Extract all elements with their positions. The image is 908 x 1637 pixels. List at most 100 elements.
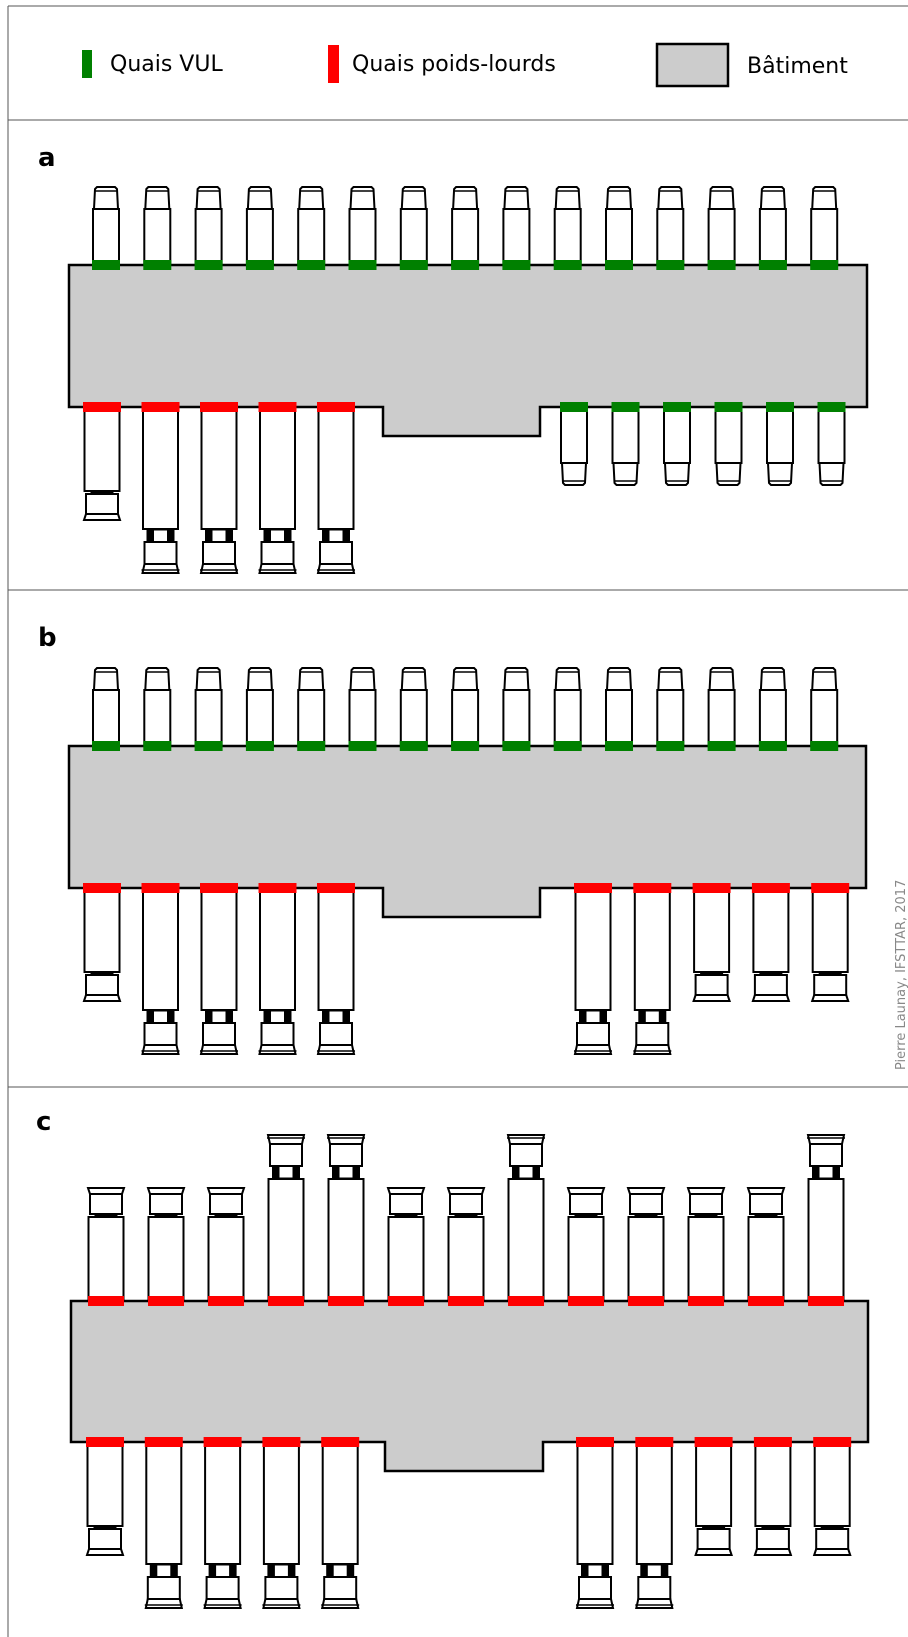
van [194,667,223,745]
pl-dock [83,883,121,893]
truck-cab [815,1528,850,1550]
semi-trailer [807,1178,845,1300]
panel-a [67,186,869,574]
van-cargo-box [817,408,846,464]
van-cargo-box [611,408,640,464]
tractor-cab-front [635,1598,674,1609]
pl-dock [144,1437,183,1447]
van-cargo-box [92,689,120,745]
semi-trailer [327,1178,365,1300]
legend-pl-swatch [328,45,339,83]
truck-cab [696,1528,731,1550]
tractor-cab-front [316,1044,356,1055]
truck-body [83,408,121,492]
rigid-truck [86,1187,126,1300]
truck-cab-front [751,994,791,1002]
legend-building-label: Bâtiment [747,54,848,79]
van-cab [195,667,222,691]
pl-dock [574,883,612,893]
vul-dock [611,402,640,412]
vul-dock [194,741,223,751]
truck-cab-front [692,994,731,1002]
truck-cab [694,974,729,996]
van-cargo-box [194,689,223,745]
van-cab [452,186,479,210]
truck-body [147,1216,185,1300]
van-cab [503,667,530,691]
tractor-cab [143,541,178,565]
tractor-cab-front [633,1044,672,1055]
van-cargo-box [143,689,172,745]
rigid-truck [692,889,731,1002]
truck-body [387,1216,425,1300]
vul-dock [143,260,172,270]
vul-dock [758,741,787,751]
legend-vul-swatch [82,50,92,78]
pl-dock [258,402,297,412]
van-cargo-box [194,208,223,264]
semi-trailer [633,889,671,1011]
semi-truck [144,1443,184,1609]
van [817,408,846,486]
vul-dock [817,402,846,412]
semi-truck [320,1443,360,1609]
van-cargo-box [605,689,633,745]
panel-letter-a: a [38,143,56,173]
semi-truck [141,408,180,574]
van-cab [818,462,845,486]
van [766,408,794,486]
van-cab [708,667,735,691]
van [297,667,326,745]
tractor-cab-front [320,1598,360,1609]
pl-dock [208,1296,244,1306]
truck-cab-front [746,1187,786,1195]
truck-body [811,889,849,973]
van [245,186,274,264]
van-cab [811,667,838,691]
tractor-frame [646,1564,662,1578]
tractor-frame [153,1010,168,1024]
truck-cab-front [446,1187,486,1195]
van-cab [298,667,325,691]
tractor-cab [202,1022,236,1046]
van-cargo-box [714,408,743,464]
rigid-truck [694,1443,733,1556]
pl-dock [86,1437,124,1447]
van-cargo-box [245,208,274,264]
truck-cab [629,1193,663,1215]
semi-trailer [317,889,355,1011]
pl-dock [258,883,297,893]
tractor-cab [637,1576,672,1600]
semi-truck [203,1443,242,1609]
semi-trailer [259,889,296,1011]
tractor-cab-front [326,1134,366,1145]
pl-dock [317,883,355,893]
vul-dock [297,260,326,270]
tractor-frame [156,1564,172,1578]
van [605,186,633,264]
vul-dock [92,260,120,270]
van-cab [144,667,171,691]
tractor-cab [576,1022,610,1046]
rigid-truck [566,1187,606,1300]
semi-trailer [200,889,238,1011]
truck-cab-front [626,1187,666,1195]
van-cab [144,186,171,210]
van [143,667,172,745]
rigid-truck [82,408,122,521]
van-cab [715,462,742,486]
van-cab [400,186,427,210]
tractor-cab [323,1576,358,1600]
tractor-frame [644,1010,660,1024]
tractor-frame [270,1010,285,1024]
tractor-frame [278,1165,294,1179]
tractor-frame [211,1010,227,1024]
van-cargo-box [502,689,531,745]
legend-building-swatch [655,42,730,88]
tractor-frame [338,1165,354,1179]
truck-body [87,1216,125,1300]
vul-dock [560,402,588,412]
van [553,667,582,745]
vul-dock [810,741,839,751]
